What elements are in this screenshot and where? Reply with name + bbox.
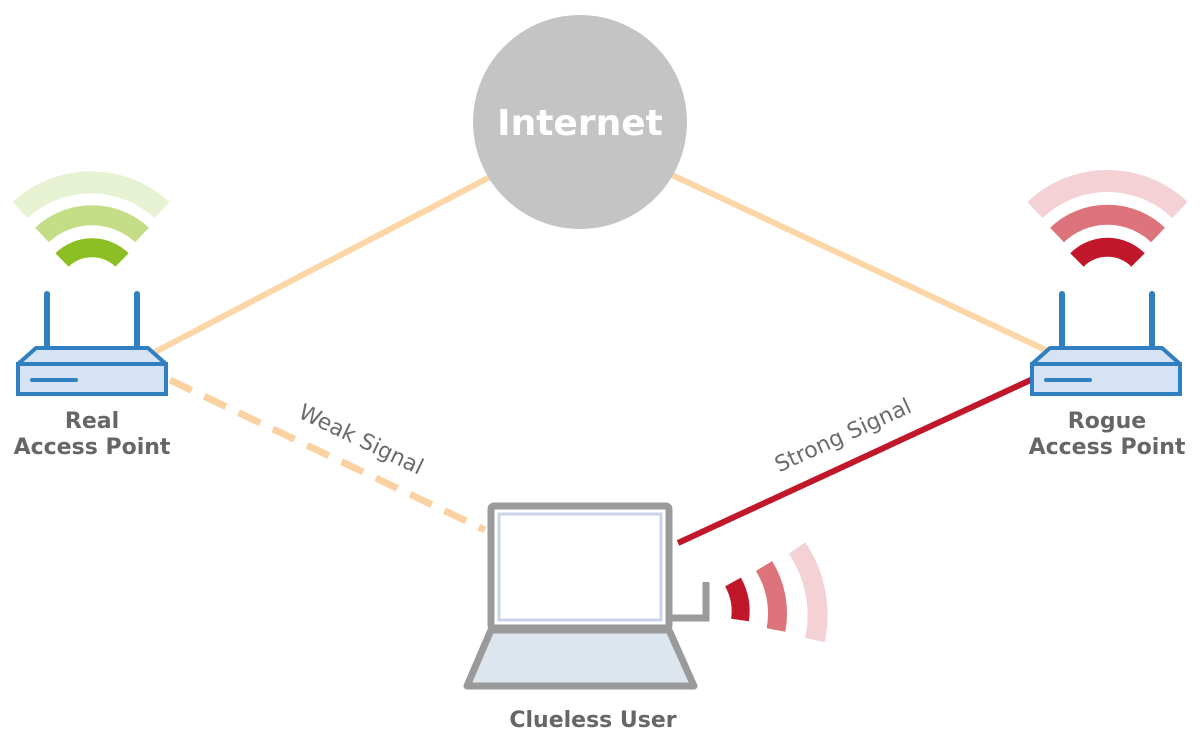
real-access-point-router-icon — [16, 291, 168, 396]
laptop-usb-adapter — [669, 582, 710, 622]
rogue-ap-label-line2: Access Point — [1029, 435, 1186, 460]
strong-signal-link — [676, 375, 1037, 546]
rogue-ap-wifi-icon — [1027, 170, 1188, 268]
real-ap-label-line1: Real — [65, 409, 119, 434]
signal-arc-outer — [788, 542, 828, 643]
wifi-arc-outer — [12, 171, 170, 219]
wifi-arc-middle — [35, 205, 149, 243]
laptop-base — [463, 626, 698, 690]
wifi-arc-inner — [1070, 237, 1145, 268]
internet-to-rogue-ap-link — [670, 172, 1052, 355]
rogue-ap-label-line1: Rogue — [1068, 409, 1146, 434]
internet-to-real-ap-link — [153, 174, 492, 355]
router-top — [16, 346, 168, 366]
rogue-access-point-router-icon — [1030, 291, 1182, 396]
internet-label: Internet — [497, 103, 663, 144]
wifi-arc-middle — [1050, 204, 1165, 243]
wifi-arc-outer — [1027, 170, 1188, 219]
signal-arc-inner — [724, 577, 750, 622]
wifi-arc-inner — [55, 238, 129, 268]
signal-arc-middle — [755, 560, 788, 632]
laptop-icon — [463, 502, 710, 690]
real-ap-wifi-icon — [12, 171, 170, 268]
router-top — [1030, 346, 1182, 366]
clueless-user-label: Clueless User — [509, 708, 676, 733]
laptop-screen — [497, 512, 663, 622]
laptop-signal-icon — [724, 542, 828, 643]
weak-signal-link — [168, 376, 487, 534]
real-ap-label-line2: Access Point — [14, 435, 171, 460]
internet-circle — [473, 15, 687, 229]
internet-node: Internet — [473, 15, 687, 229]
